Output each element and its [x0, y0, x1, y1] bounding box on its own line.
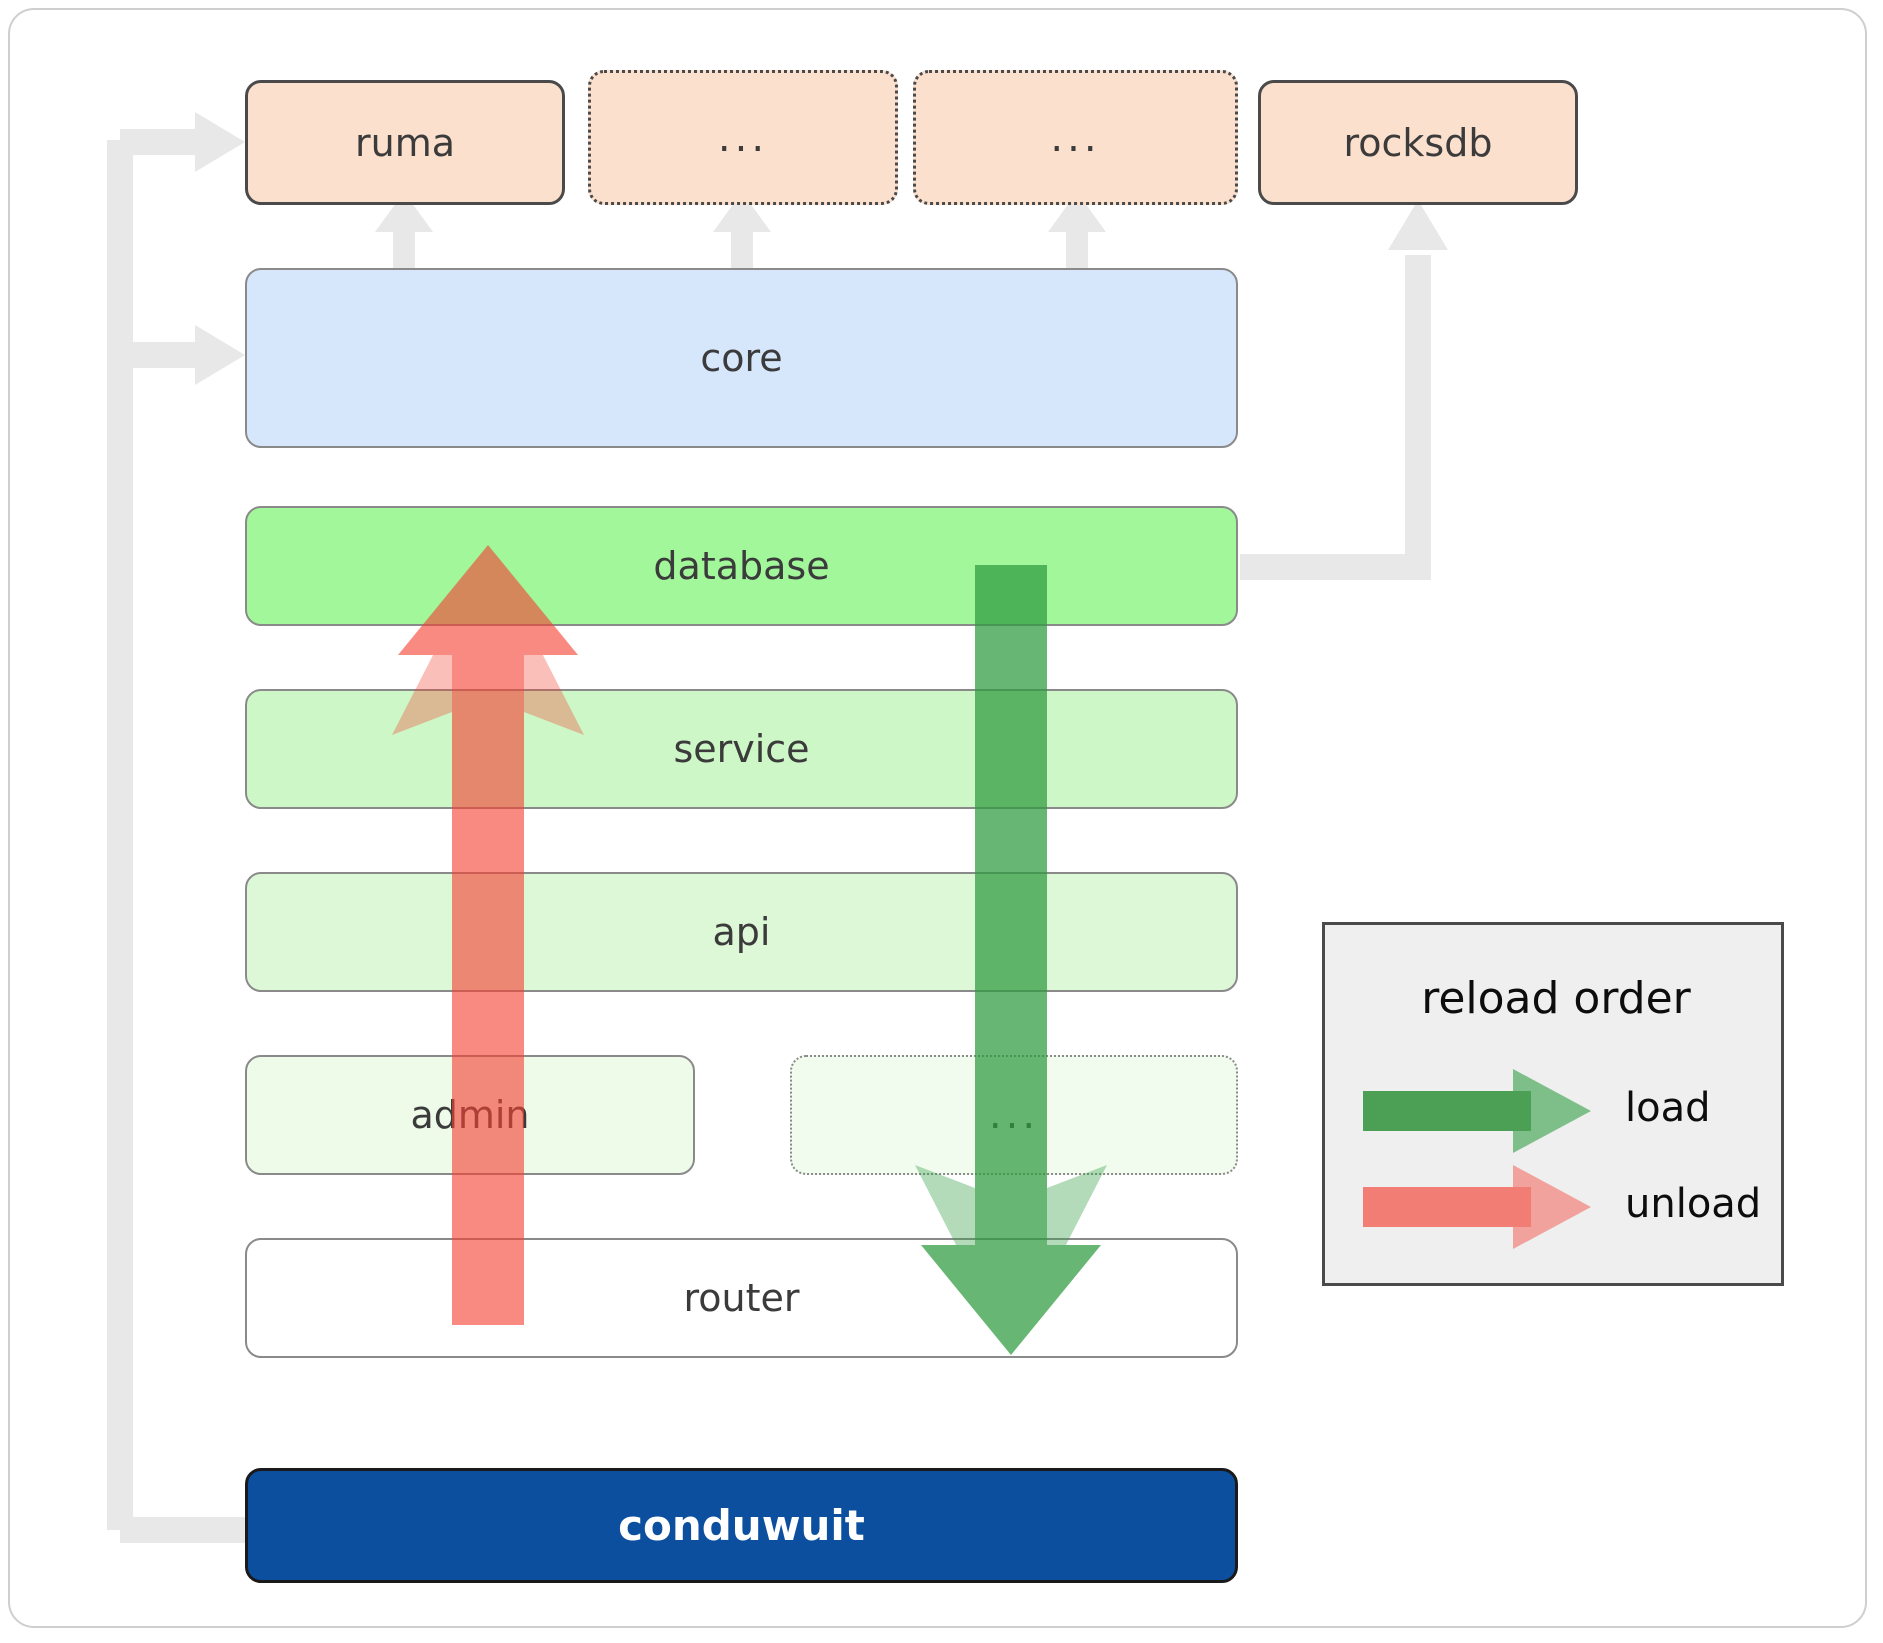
dependency-node-ruma[interactable]: ruma [245, 80, 565, 205]
stack-node-admin[interactable]: admin [245, 1055, 695, 1175]
stack-node-ellipsis[interactable]: ... [790, 1055, 1238, 1175]
stack-node-router-label: router [683, 1276, 800, 1320]
stack-node-database[interactable]: database [245, 506, 1238, 626]
load-legend-icon [1363, 1069, 1591, 1153]
stack-node-database-label: database [653, 544, 830, 588]
dependency-node-rocksdb-label: rocksdb [1343, 120, 1493, 165]
stack-node-api[interactable]: api [245, 872, 1238, 992]
legend-label-unload: unload [1625, 1181, 1762, 1227]
dependency-node-rocksdb[interactable]: rocksdb [1258, 80, 1578, 205]
stack-node-router[interactable]: router [245, 1238, 1238, 1358]
main-node-conduwuit[interactable]: conduwuit [245, 1468, 1238, 1583]
legend-box: reload order load unload [1322, 922, 1784, 1286]
dependency-node-ellipsis-2[interactable]: ... [913, 70, 1238, 205]
diagram-frame [8, 8, 1867, 1628]
stack-node-ellipsis-label: ... [988, 1092, 1040, 1138]
stack-node-service[interactable]: service [245, 689, 1238, 809]
unload-legend-icon [1363, 1165, 1591, 1249]
stack-node-admin-label: admin [410, 1093, 530, 1137]
dependency-node-ellipsis-1-label: ... [717, 114, 769, 161]
core-node[interactable]: core [245, 268, 1238, 448]
dependency-node-ruma-label: ruma [354, 120, 455, 165]
core-node-label: core [700, 336, 783, 380]
stack-node-api-label: api [712, 910, 771, 954]
legend-row-unload: unload [1325, 1159, 1787, 1255]
dependency-node-ellipsis-1[interactable]: ... [588, 70, 898, 205]
main-node-conduwuit-label: conduwuit [618, 1501, 865, 1550]
stack-node-service-label: service [673, 727, 810, 771]
dependency-node-ellipsis-2-label: ... [1050, 114, 1101, 161]
legend-label-load: load [1625, 1085, 1711, 1131]
legend-title: reload order [1421, 973, 1691, 1024]
legend-row-load: load [1325, 1063, 1787, 1159]
